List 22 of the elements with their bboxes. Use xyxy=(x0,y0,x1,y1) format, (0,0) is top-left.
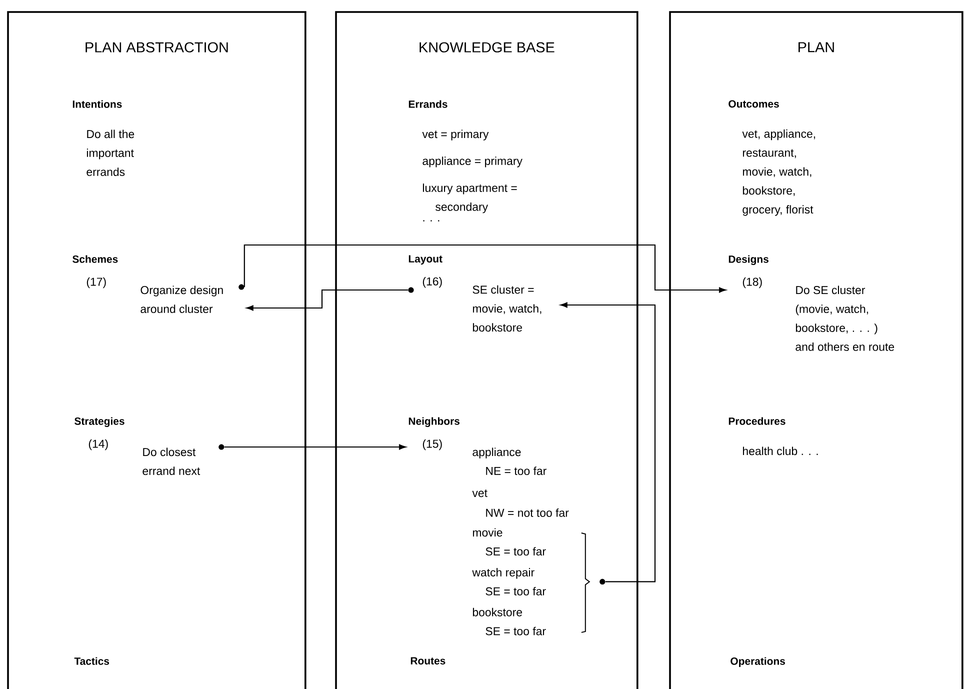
section-heading: Routes xyxy=(410,657,446,664)
section-text: Errands vet = primary appliance = primary luxury apartment = secondary . . . xyxy=(408,100,522,222)
node-label: SE = too far xyxy=(486,626,546,636)
section-text: Procedures health club . . . xyxy=(728,417,818,456)
section-heading: Tactics xyxy=(74,657,110,665)
node-label: SE = too far xyxy=(486,586,546,596)
node-label: bookstore xyxy=(472,608,522,616)
section-text: Strategies (14) Do closest errand next xyxy=(74,417,224,476)
section-text: Schemes (17) Organize design around cluster xyxy=(72,255,244,314)
arrow xyxy=(244,244,726,293)
section-text: Intentions Do all the important errands xyxy=(72,100,134,176)
node-label: movie xyxy=(472,528,502,537)
arrow xyxy=(560,302,656,582)
section-heading: Operations xyxy=(730,657,785,667)
section-text: Layout (16) SE cluster = movie, watch, bookstore xyxy=(408,255,542,332)
section-text: Outcomes vet, appliance, restaurant, movie, watch, bookstore, grocery, florist xyxy=(728,100,816,216)
bracketed-list: movie SE = too far watch repair SE = too far bookstore SE = too far xyxy=(472,528,606,636)
arrow xyxy=(224,444,406,450)
node-label: watch repair xyxy=(472,568,534,579)
section-text: Designs (18) Do SE cluster (movie, watch, bookstore, . . . ) and others en route xyxy=(728,255,894,351)
arrow xyxy=(246,289,408,311)
node-label: SE = too far xyxy=(486,547,546,556)
